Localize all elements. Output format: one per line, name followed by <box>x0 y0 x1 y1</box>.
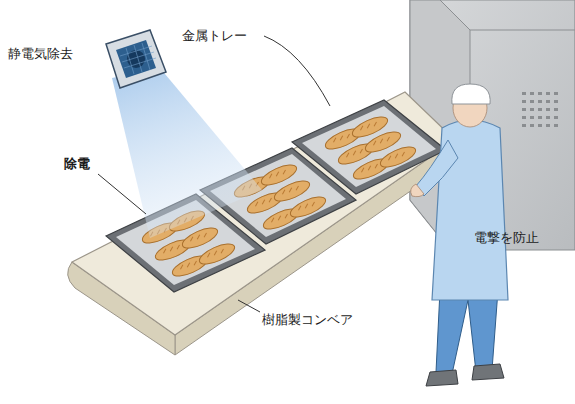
device-label: 静電気除去 <box>8 46 73 62</box>
effect-label: 電撃を防止 <box>474 230 539 246</box>
part-label: 金属トレー <box>182 28 247 44</box>
part-label: 樹脂製コンベア <box>262 312 353 328</box>
static-eliminator <box>106 30 166 88</box>
leader-lines <box>98 36 330 312</box>
action-label: 除電 <box>64 156 90 172</box>
ion-beam <box>112 68 262 238</box>
